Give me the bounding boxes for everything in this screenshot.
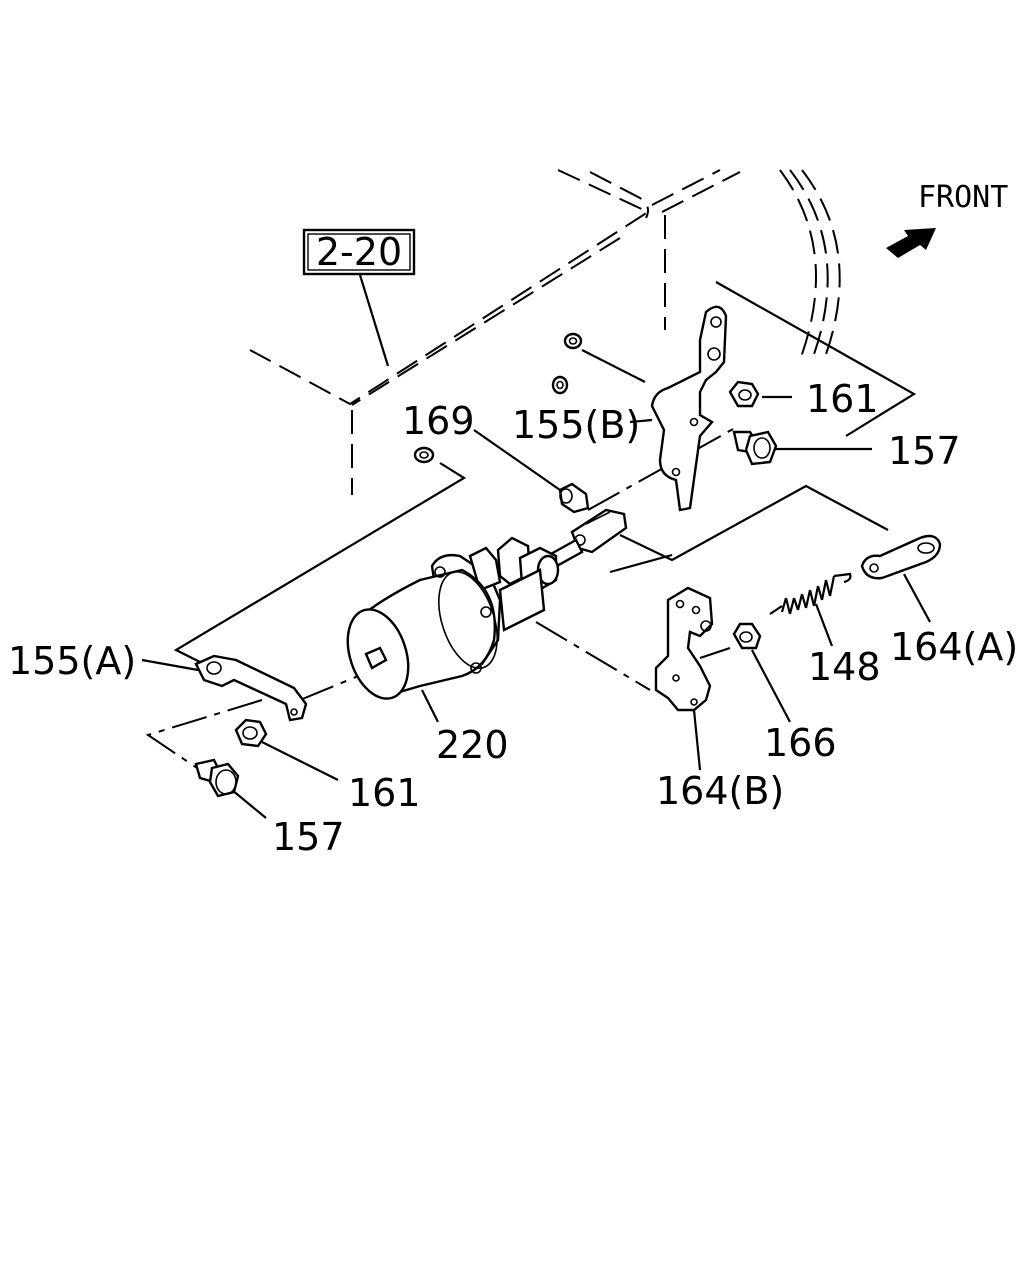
actuator-220	[346, 536, 560, 700]
label-220: 220	[436, 723, 509, 767]
reference-box: 2-20	[302, 228, 416, 367]
washer-top-1	[563, 332, 583, 350]
front-indicator: FRONT	[886, 180, 1008, 258]
front-label: FRONT	[918, 180, 1008, 215]
bolt-157-bottom	[194, 758, 240, 798]
spring-148	[769, 572, 852, 615]
label-157-top: 157	[888, 429, 961, 473]
bracket-155a	[194, 654, 308, 722]
bracket-155b	[650, 305, 728, 512]
nut-161-top	[728, 380, 760, 408]
label-155a: 155(A)	[8, 639, 136, 683]
label-161-bottom: 161	[348, 771, 421, 815]
bracket-164b	[654, 586, 714, 712]
label-148: 148	[808, 645, 881, 689]
label-155b: 155(B)	[512, 403, 640, 447]
label-164b: 164(B)	[656, 769, 784, 813]
pin-169	[558, 482, 590, 514]
label-161-top: 161	[806, 377, 879, 421]
label-169: 169	[402, 399, 475, 443]
nut-166	[732, 622, 762, 650]
assembly-lines	[141, 281, 931, 819]
nut-161-bottom	[234, 718, 268, 748]
label-164a: 164(A)	[890, 625, 1018, 669]
reference-box-label: 2-20	[316, 230, 402, 274]
washer-left	[413, 446, 435, 464]
front-arrow-icon	[886, 228, 936, 258]
washer-top-2	[551, 375, 569, 395]
lever-164a	[860, 534, 942, 580]
label-157-bottom: 157	[272, 815, 345, 859]
bolt-157-top	[732, 430, 778, 466]
label-166: 166	[764, 721, 837, 765]
